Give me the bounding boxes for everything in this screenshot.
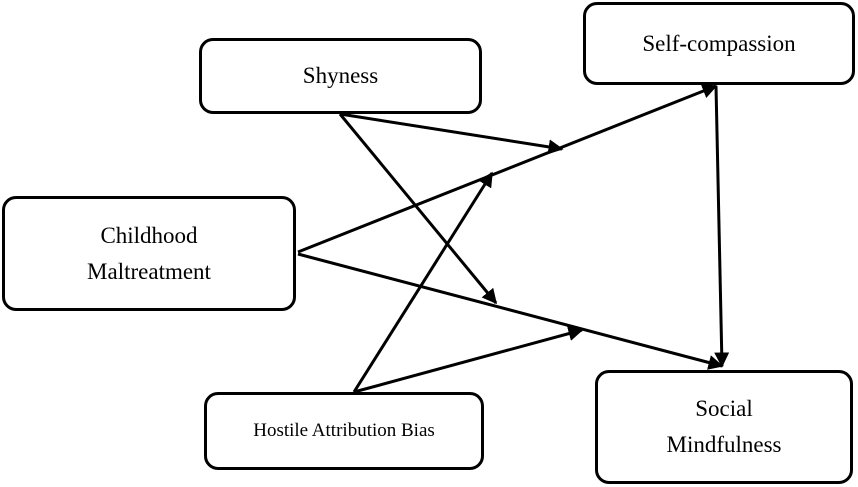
edge-shyness-to-hostile-path — [338, 113, 498, 305]
node-hostile-attribution-bias-label: Hostile Attribution Bias — [253, 420, 435, 442]
edge-self-compassion-to-social-mindfulness — [714, 85, 730, 368]
node-self-compassion: Self-compassion — [583, 2, 855, 85]
node-childhood-maltreatment: Childhood Maltreatment — [2, 196, 296, 311]
node-social-mindfulness-label: Social Mindfulness — [666, 396, 782, 457]
edge-hostile-moderates-direct-path — [353, 326, 584, 394]
node-childhood-maltreatment-label: Childhood Maltreatment — [87, 222, 211, 284]
edge-hostile-moderates-path-a — [352, 171, 494, 393]
node-self-compassion-label: Self-compassion — [642, 30, 796, 56]
node-hostile-attribution-bias: Hostile Attribution Bias — [204, 392, 484, 470]
edge-childhood-to-social-mindfulness — [297, 252, 724, 370]
node-social-mindfulness: Social Mindfulness — [595, 370, 853, 484]
node-shyness: Shyness — [199, 38, 482, 114]
edge-shyness-moderates-path-a — [339, 112, 564, 155]
node-shyness-label: Shyness — [302, 63, 379, 89]
edge-childhood-to-self-compassion — [297, 84, 718, 254]
